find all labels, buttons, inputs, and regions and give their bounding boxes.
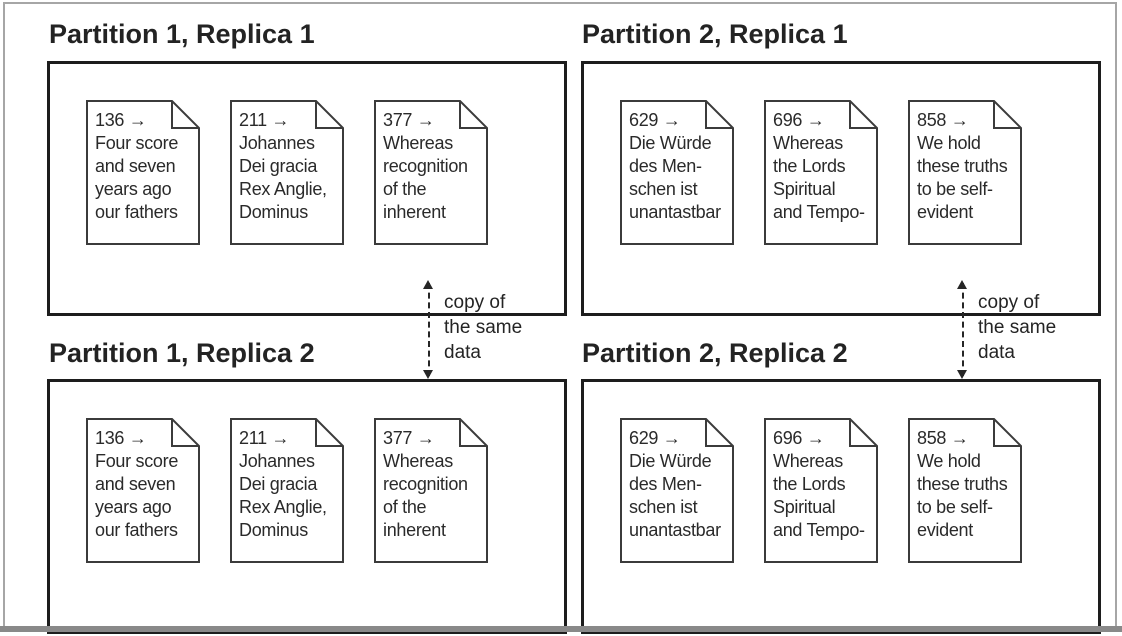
document-text: 136 → Four score and seven years ago our… xyxy=(95,428,179,540)
document-icon: 136 → Four score and seven years ago our… xyxy=(86,100,200,245)
document-outline xyxy=(620,100,734,245)
document-icon: 211 → Johannes Dei gracia Rex Anglie, Do… xyxy=(230,100,344,245)
document-text: 629 → Die Würde des Men- schen ist unant… xyxy=(629,110,721,222)
document-text: 858 → We hold these truths to be self- e… xyxy=(917,428,1008,540)
bottom-bar xyxy=(0,626,1122,632)
page-fold-icon xyxy=(705,419,733,447)
document-page-icon xyxy=(620,418,734,563)
document-text: 211 → Johannes Dei gracia Rex Anglie, Do… xyxy=(239,110,327,222)
document-page-icon xyxy=(374,418,488,563)
page-fold-icon xyxy=(459,101,487,129)
document-outline xyxy=(764,418,878,563)
page-fold-icon xyxy=(849,419,877,447)
quadrant-title-partition-2-replica-1: Partition 2, Replica 1 xyxy=(582,19,848,49)
sync-double-arrow-icon xyxy=(957,280,967,379)
page-fold-icon xyxy=(705,101,733,129)
sync-double-arrow-icon xyxy=(423,280,433,379)
document-page-icon xyxy=(86,418,200,563)
document-outline xyxy=(230,418,344,563)
document-outline xyxy=(230,100,344,245)
document-text: 696 → Whereas the Lords Spiritual and Te… xyxy=(773,428,865,540)
page-fold-icon xyxy=(459,419,487,447)
document-icon: 211 → Johannes Dei gracia Rex Anglie, Do… xyxy=(230,418,344,563)
document-outline xyxy=(620,418,734,563)
document-text: 377 → Whereas recognition of the inheren… xyxy=(383,110,468,222)
document-icon: 696 → Whereas the Lords Spiritual and Te… xyxy=(764,418,878,563)
document-outline xyxy=(374,418,488,563)
document-page-icon xyxy=(230,418,344,563)
document-icon: 858 → We hold these truths to be self- e… xyxy=(908,100,1022,245)
document-outline xyxy=(86,418,200,563)
document-outline xyxy=(764,100,878,245)
document-text: 696 → Whereas the Lords Spiritual and Te… xyxy=(773,110,865,222)
document-page-icon xyxy=(764,100,878,245)
replica-box-partition-2-replica-2: 629 → Die Würde des Men- schen ist unant… xyxy=(581,379,1101,634)
document-icon: 377 → Whereas recognition of the inheren… xyxy=(374,418,488,563)
document-text: 136 → Four score and seven years ago our… xyxy=(95,110,179,222)
document-outline xyxy=(86,100,200,245)
replica-box-partition-2-replica-1: 629 → Die Würde des Men- schen ist unant… xyxy=(581,61,1101,316)
page-fold-icon xyxy=(171,101,199,129)
document-page-icon xyxy=(86,100,200,245)
document-text: 211 → Johannes Dei gracia Rex Anglie, Do… xyxy=(239,428,327,540)
document-icon: 377 → Whereas recognition of the inheren… xyxy=(374,100,488,245)
document-text: 858 → We hold these truths to be self- e… xyxy=(917,110,1008,222)
document-icon: 136 → Four score and seven years ago our… xyxy=(86,418,200,563)
replica-box-partition-1-replica-2: 136 → Four score and seven years ago our… xyxy=(47,379,567,634)
document-outline xyxy=(908,100,1022,245)
document-icon: 858 → We hold these truths to be self- e… xyxy=(908,418,1022,563)
page-fold-icon xyxy=(171,419,199,447)
document-page-icon xyxy=(230,100,344,245)
document-outline xyxy=(908,418,1022,563)
document-page-icon xyxy=(908,418,1022,563)
document-icon: 696 → Whereas the Lords Spiritual and Te… xyxy=(764,100,878,245)
page-fold-icon xyxy=(315,419,343,447)
page-fold-icon xyxy=(993,101,1021,129)
quadrant-title-partition-1-replica-2: Partition 1, Replica 2 xyxy=(49,338,315,368)
document-text: 377 → Whereas recognition of the inheren… xyxy=(383,428,468,540)
document-page-icon xyxy=(908,100,1022,245)
document-icon: 629 → Die Würde des Men- schen ist unant… xyxy=(620,100,734,245)
diagram-frame xyxy=(3,2,1117,626)
sync-arrow-label: copy of the same data xyxy=(978,292,1057,363)
replica-box-partition-1-replica-1: 136 → Four score and seven years ago our… xyxy=(47,61,567,316)
document-outline xyxy=(374,100,488,245)
quadrant-title-partition-2-replica-2: Partition 2, Replica 2 xyxy=(582,338,848,368)
document-text: 629 → Die Würde des Men- schen ist unant… xyxy=(629,428,721,540)
sync-arrow-label: copy of the same data xyxy=(444,292,523,363)
document-page-icon xyxy=(764,418,878,563)
page-fold-icon xyxy=(315,101,343,129)
page-fold-icon xyxy=(849,101,877,129)
page-fold-icon xyxy=(993,419,1021,447)
document-page-icon xyxy=(374,100,488,245)
quadrant-title-partition-1-replica-1: Partition 1, Replica 1 xyxy=(49,19,315,49)
document-page-icon xyxy=(620,100,734,245)
document-icon: 629 → Die Würde des Men- schen ist unant… xyxy=(620,418,734,563)
